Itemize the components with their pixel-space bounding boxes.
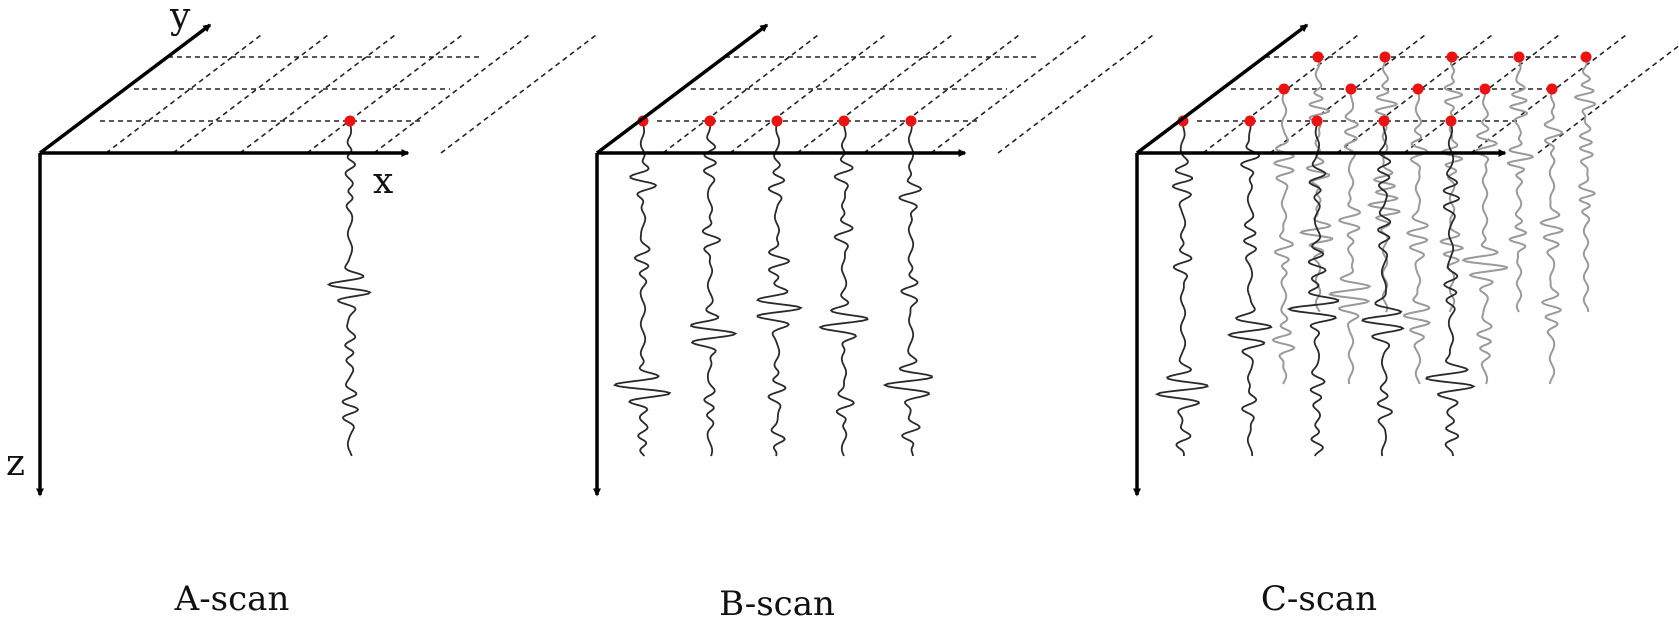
a-scan-trace: [1361, 120, 1405, 457]
scan-point: [704, 115, 716, 127]
a-scan-trace: [1539, 88, 1564, 385]
grid-diagonal-line: [105, 33, 263, 154]
a-scan-trace: [1425, 120, 1476, 457]
scan-point: [1379, 51, 1391, 63]
a-scan-trace: [1299, 57, 1334, 313]
scan-point: [1546, 83, 1558, 95]
grid-diagonal-line: [997, 33, 1155, 154]
scan-point: [905, 115, 917, 127]
z-axis-label: z: [6, 443, 25, 484]
a-scan-trace: [1573, 56, 1597, 313]
a-scan-trace: [1286, 121, 1340, 457]
scan-point: [1345, 83, 1357, 95]
grid-diagonal-line: [1202, 33, 1360, 154]
panel-b-scan: [593, 23, 1155, 497]
grid-diagonal-line: [729, 33, 887, 154]
a-scan-trace: [326, 121, 372, 457]
a-scan-trace: [1507, 56, 1535, 313]
caption-a-scan: A-scan: [174, 579, 290, 619]
scan-point: [771, 115, 783, 127]
grid-diagonal-line: [1403, 33, 1561, 154]
grid-diagonal-line: [930, 33, 1088, 154]
scan-point: [1580, 51, 1592, 63]
grid-diagonal-line: [239, 33, 397, 154]
y-axis: [595, 23, 769, 155]
a-scan-trace: [1226, 120, 1273, 457]
a-scan-trace: [1366, 56, 1401, 313]
grid-diagonal-line: [796, 33, 954, 154]
scan-point: [1378, 115, 1390, 127]
scan-point: [1278, 83, 1290, 95]
grid-diagonal-line: [373, 33, 531, 154]
scan-point: [838, 115, 850, 127]
a-scan-trace: [1271, 89, 1296, 385]
a-scan-trace: [882, 120, 934, 457]
y-axis: [38, 23, 212, 155]
scan-point: [344, 115, 356, 127]
scan-point: [1312, 51, 1324, 63]
a-scan-trace: [756, 120, 803, 457]
y-axis-label: y: [169, 0, 191, 37]
grid-diagonal-line: [306, 33, 464, 154]
a-scan-trace: [1439, 56, 1465, 313]
grid-diagonal-line: [440, 33, 598, 154]
grid-diagonal-line: [172, 33, 330, 154]
grid-diagonal-line: [1269, 33, 1427, 154]
a-scan-trace: [689, 120, 738, 457]
a-scan-trace: [612, 121, 672, 457]
a-scan-trace: [1461, 88, 1508, 385]
panel-a-scan: x y z: [6, 0, 598, 497]
a-scan-trace: [818, 120, 869, 457]
scan-point: [1244, 115, 1256, 127]
panel-c-scan: [1133, 23, 1679, 497]
grid-diagonal-line: [1336, 33, 1494, 154]
scan-point: [1513, 51, 1525, 63]
a-scan-trace: [1402, 88, 1432, 385]
grid-diagonal-line: [1537, 44, 1679, 154]
scan-point: [1412, 83, 1424, 95]
scan-point: [1479, 83, 1491, 95]
grid-diagonal-line: [662, 33, 820, 154]
y-axis: [1135, 23, 1309, 155]
x-axis-label: x: [373, 161, 393, 202]
a-scan-trace: [1154, 120, 1209, 456]
scan-point: [1446, 51, 1458, 63]
scan-point: [1311, 115, 1323, 127]
a-scan-trace: [1328, 88, 1372, 385]
grid-diagonal-line: [863, 33, 1021, 154]
caption-b-scan: B-scan: [719, 584, 835, 624]
scan-point: [1445, 115, 1457, 127]
grid-diagonal-line: [1470, 33, 1628, 154]
caption-c-scan: C-scan: [1261, 579, 1377, 619]
